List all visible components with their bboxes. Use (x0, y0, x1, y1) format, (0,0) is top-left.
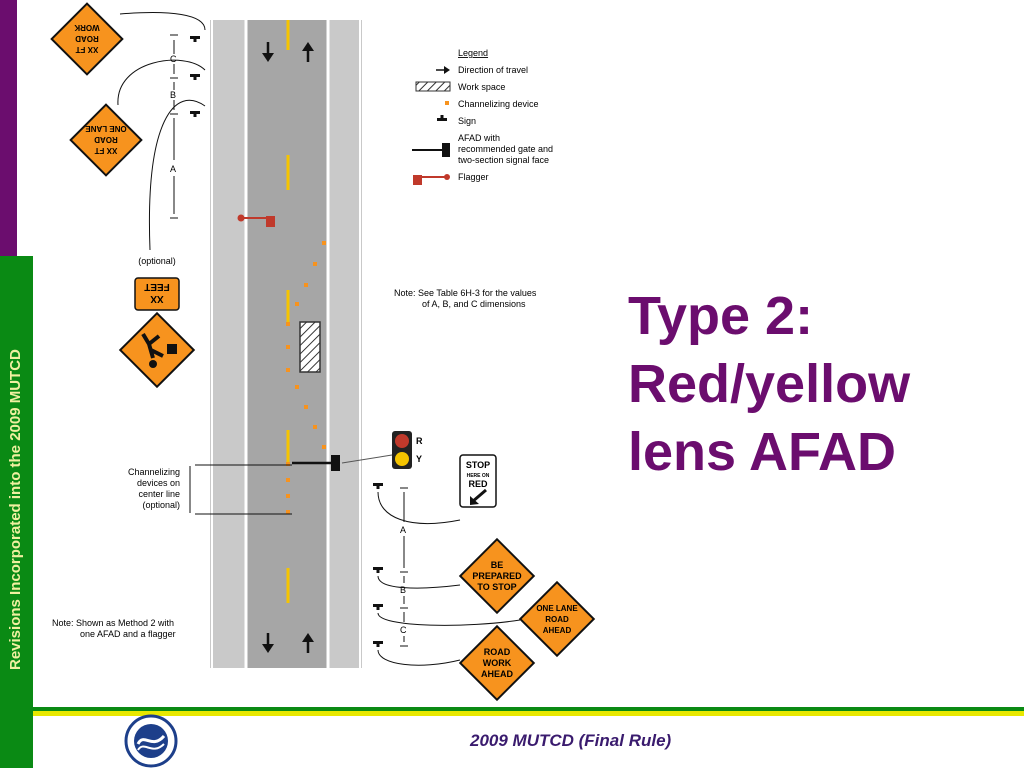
sign-symbols (190, 36, 383, 647)
sidebar-purple-band (0, 0, 17, 256)
sign-be-prepared-line3: TO STOP (477, 582, 516, 592)
legend-afad-line1: AFAD with (458, 133, 500, 143)
note-method-line2: one AFAD and a flagger (80, 629, 176, 639)
note-channelizing-line3: center line (138, 489, 180, 499)
slide-title-line1: Type 2: (628, 286, 814, 346)
sign-one-lane-ahead-line2: ROAD (545, 615, 569, 624)
legend-item-sign: Sign (458, 116, 476, 126)
legend-afad-icon (412, 143, 450, 157)
dot-seal-icon (124, 714, 178, 768)
optional-label: (optional) (138, 256, 176, 266)
legend-hatch-icon (415, 81, 451, 92)
sign-stop-here-on-red: STOP HERE ON RED (459, 454, 497, 508)
sign-road-work-top-line3: WORK (74, 23, 100, 32)
note-channelizing-line2: devices on (137, 478, 180, 488)
sign-flagger-symbol (118, 311, 196, 389)
footer-title: 2009 MUTCD (Final Rule) (470, 731, 672, 750)
sign-road-work-top-line1: XX FT (76, 45, 99, 54)
legend-channelizing-icon (445, 101, 449, 105)
sign-road-work-ahead-line1: ROAD (484, 647, 511, 657)
flagger (237, 214, 275, 227)
dimension-c-bottom: C (400, 625, 407, 635)
legend-heading: Legend (458, 48, 488, 58)
legend-item-direction: Direction of travel (458, 65, 528, 75)
sign-stop-here-line2: HERE ON (467, 473, 490, 479)
footer-rule-yellow (33, 711, 1024, 716)
sign-road-work-ahead-line3: AHEAD (481, 669, 514, 679)
note-table-line2: of A, B, and C dimensions (422, 299, 526, 309)
sidebar-green-band (0, 256, 33, 768)
direction-arrows (262, 42, 314, 653)
leader-lines (117, 12, 521, 666)
slide-title: Type 2: Red/yellow lens AFAD (628, 282, 1008, 486)
sign-one-lane-top-line3: ONE LANE (85, 124, 127, 133)
sign-xx-feet-line2: FEET (144, 281, 170, 292)
sign-one-lane-ahead-line3: AHEAD (543, 626, 572, 635)
note-method-line1: Note: Shown as Method 2 with (52, 618, 174, 628)
footer-rule-green (33, 707, 1024, 711)
dimension-c-top: C (170, 54, 177, 64)
channelizing-devices (286, 241, 326, 514)
work-space (299, 321, 321, 373)
sign-one-lane-top-line2: ROAD (94, 135, 118, 144)
sign-one-lane-top: XX FT ROAD ONE LANE (69, 103, 143, 177)
sign-road-work-ahead-line2: WORK (483, 658, 512, 668)
sign-be-prepared-line1: BE (491, 560, 504, 570)
legend-flagger-icon (413, 174, 450, 185)
dimension-lines (170, 34, 408, 647)
sign-xx-feet: XX FEET (134, 277, 180, 311)
slide-title-line2: Red/yellow (628, 354, 911, 414)
sign-road-work-top: XX FT ROAD WORK (50, 2, 124, 76)
dimension-b-top: B (170, 90, 176, 100)
afad (292, 454, 393, 471)
signal-red-label: R (416, 436, 423, 446)
legend-item-channelizing: Channelizing device (458, 99, 539, 109)
note-table-line1: Note: See Table 6H-3 for the values (394, 288, 537, 298)
dimension-b-bottom: B (400, 585, 406, 595)
legend-item-work-space: Work space (458, 82, 505, 92)
dimension-a-top: A (170, 164, 176, 174)
sign-stop-here-line3: RED (468, 479, 488, 489)
sign-xx-feet-line1: XX (150, 293, 164, 304)
note-channelizing: Channelizing devices on center line (opt… (128, 467, 180, 510)
legend: Legend Direction of travel Work space Ch… (412, 48, 553, 185)
road (210, 20, 362, 668)
legend-item-flagger: Flagger (458, 172, 489, 182)
sign-one-lane-top-line1: XX FT (95, 146, 118, 155)
sign-one-lane-ahead-line1: ONE LANE (536, 604, 578, 613)
dimension-a-bottom: A (400, 525, 406, 535)
sign-stop-here-line1: STOP (466, 460, 490, 470)
legend-afad-line3: two-section signal face (458, 155, 549, 165)
legend-afad-line2: recommended gate and (458, 144, 553, 154)
sign-one-lane-road-ahead: ONE LANE ROAD AHEAD (518, 580, 596, 658)
sidebar-title: Revisions Incorporated into the 2009 MUT… (7, 349, 24, 670)
sign-be-prepared-line2: PREPARED (472, 571, 522, 581)
signal-yellow-label: Y (416, 454, 422, 464)
legend-arrow-icon (436, 66, 450, 74)
sign-road-work-ahead: ROAD WORK AHEAD (458, 624, 536, 702)
note-channelizing-line1: Channelizing (128, 467, 180, 477)
sign-be-prepared-to-stop: BE PREPARED TO STOP (458, 537, 536, 615)
sign-road-work-top-line2: ROAD (75, 34, 99, 43)
slide-title-line3: lens AFAD (628, 422, 897, 482)
note-channelizing-line4: (optional) (142, 500, 180, 510)
signal-face (392, 431, 412, 469)
work-zone-diagram: R Y C B A A B C (50, 2, 596, 702)
legend-sign-icon (437, 115, 447, 121)
